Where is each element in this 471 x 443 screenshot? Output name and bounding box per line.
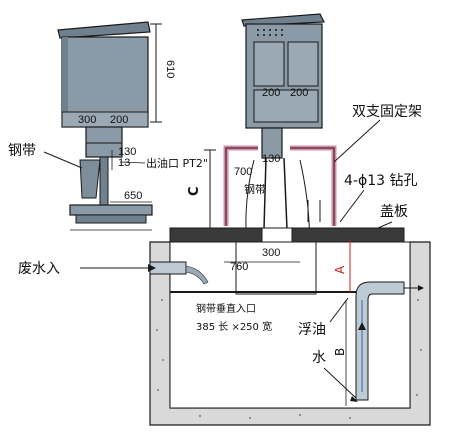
side-width-left: 300 [78, 114, 96, 126]
side-base-dim-3: 13 [118, 157, 130, 169]
side-height-dim: 610 [164, 60, 176, 78]
floating-oil-label: 浮油 [298, 322, 326, 338]
pit-width-300: 300 [262, 247, 280, 259]
waste-water-inlet-label: 废水入 [18, 261, 60, 277]
pit-dim-a: A [333, 265, 347, 274]
front-width-right: 200 [290, 87, 308, 99]
side-steel-band [79, 159, 101, 199]
side-base-plate [69, 204, 153, 216]
front-frame-130: 130 [262, 153, 280, 165]
pit: 300 760 废水入 钢带垂直入口 385 长 ×250 宽 A B 浮油 水 [18, 227, 431, 426]
side-width-right: 200 [110, 114, 128, 126]
band-entry-size: 385 长 ×250 宽 [196, 320, 272, 333]
front-cabinet-vent [257, 29, 283, 36]
front-cabinet-door-left [253, 41, 285, 87]
side-drive-head [85, 126, 123, 158]
front-cabinet-door-right [287, 41, 319, 87]
front-steel-band-label: 钢带 [244, 183, 266, 196]
side-base-dim-2: 130 [118, 146, 136, 158]
pit-dim-b: B [333, 348, 347, 356]
pit-width-760: 760 [230, 261, 248, 273]
outlet-pipe [355, 281, 405, 401]
double-bracket-label: 双支固定架 [352, 104, 422, 120]
side-oil-outlet-label: 出油口 PT2" [146, 156, 208, 170]
drill-hole-label: 4-ϕ13 钻孔 [344, 173, 417, 189]
front-cabinet-roof [241, 13, 325, 27]
front-view: 200 200 130 700 钢带 C 双支固定架 4-ϕ13 钻孔 盖板 [187, 13, 422, 319]
water-label: 水 [312, 350, 326, 366]
side-view: 300 200 610 200 130 13 钢带 出油口 PT2" 650 [8, 21, 208, 231]
side-steel-band-label: 钢带 [8, 143, 36, 159]
front-dim-c: C [187, 186, 202, 196]
front-cabinet-lower-panel [253, 89, 319, 123]
band-entry-label: 钢带垂直入口 [196, 302, 256, 315]
front-width-left: 200 [262, 87, 280, 99]
front-frame-700: 700 [234, 166, 252, 178]
cover-plate-label: 盖板 [380, 204, 408, 220]
side-base-width: 650 [124, 190, 142, 202]
side-cabinet-roof [57, 21, 151, 39]
front-drive-head [261, 127, 283, 159]
side-cabinet-base [61, 111, 149, 128]
